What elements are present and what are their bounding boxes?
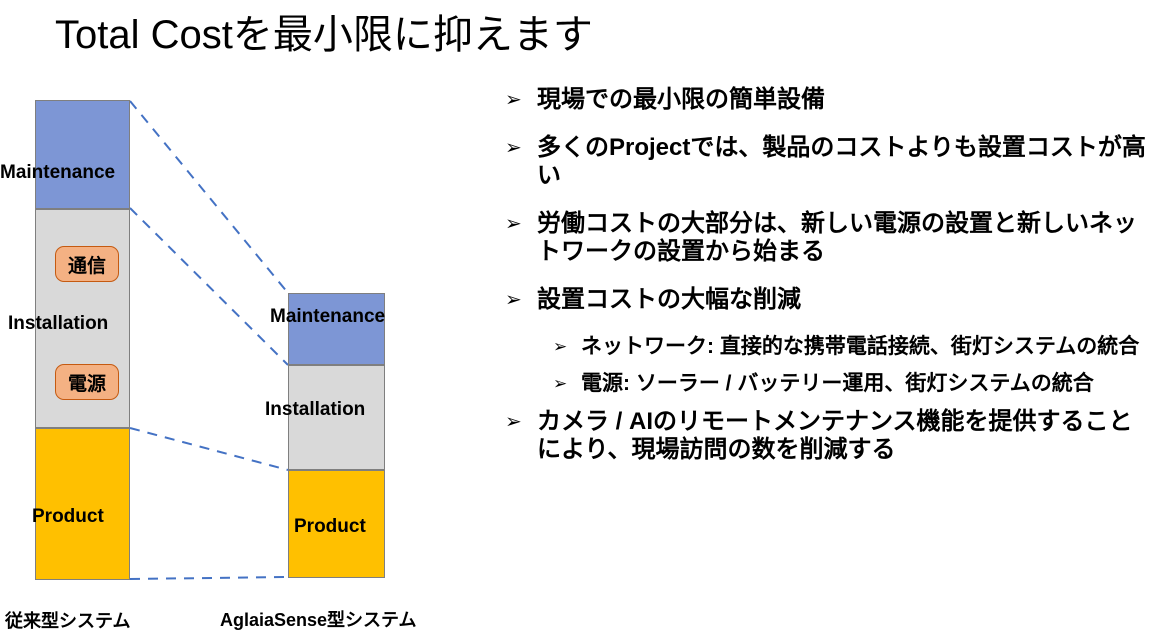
bullet-item: ➢ カメラ / AIのリモートメンテナンス機能を提供することにより、現場訪問の数… <box>505 408 1150 464</box>
bullet-text: 設置コストの大幅な削減 <box>537 286 801 313</box>
maintenance-label-traditional: Maintenance <box>0 162 116 183</box>
bullet-list: ➢ 現場での最小限の簡単設備 ➢ 多くのProjectでは、製品のコストよりも設… <box>505 86 1150 484</box>
traditional-system-caption: 従来型システム <box>5 611 131 631</box>
arrow-bullet-icon: ➢ <box>553 374 568 393</box>
aglaiasense-system-caption: AglaiaSense型システム <box>220 610 417 630</box>
product-label-aglaia: Product <box>294 516 366 537</box>
bullet-item: ➢ 多くのProjectでは、製品のコストよりも設置コストが高い <box>505 134 1150 190</box>
bullet-item: ➢ 現場での最小限の簡単設備 <box>505 86 1150 114</box>
bullet-text: 多くのProjectでは、製品のコストよりも設置コストが高い <box>537 134 1146 189</box>
bullet-item: ➢ 労働コストの大部分は、新しい電源の設置と新しいネットワークの設置から始まる <box>505 210 1150 266</box>
slide-title: Total Costを最小限に抑えます <box>55 13 593 57</box>
maintenance-segment <box>35 100 130 209</box>
installation-segment <box>288 365 385 471</box>
arrow-bullet-icon: ➢ <box>505 411 522 433</box>
connector-line-maintenance <box>129 207 289 366</box>
installation-label-aglaia: Installation <box>265 399 366 420</box>
installation-label-traditional: Installation <box>8 313 109 334</box>
connector-line-bottom <box>129 576 289 580</box>
power-tag: 電源 <box>55 364 119 400</box>
bullet-item: ➢ 設置コストの大幅な削減 <box>505 286 1150 314</box>
bullet-text: 電源: ソーラー / バッテリー運用、街灯システムの統合 <box>581 372 1094 395</box>
aglaiasense-system-bar <box>288 293 385 578</box>
arrow-bullet-icon: ➢ <box>505 137 522 159</box>
arrow-bullet-icon: ➢ <box>505 289 522 311</box>
arrow-bullet-icon: ➢ <box>505 213 522 235</box>
connector-line-installation <box>129 427 289 471</box>
bullet-text: ネットワーク: 直接的な携帯電話接続、街灯システムの統合 <box>581 335 1140 358</box>
bullet-text: カメラ / AIのリモートメンテナンス機能を提供することにより、現場訪問の数を削… <box>537 408 1133 463</box>
bullet-text: 労働コストの大部分は、新しい電源の設置と新しいネットワークの設置から始まる <box>537 210 1137 265</box>
maintenance-label-aglaia: Maintenance <box>270 306 386 327</box>
arrow-bullet-icon: ➢ <box>505 89 522 111</box>
arrow-bullet-icon: ➢ <box>553 337 568 356</box>
connector-line-top <box>129 100 289 294</box>
cost-comparison-chart: Maintenance Installation Product Mainten… <box>0 0 500 638</box>
bullet-subitem: ➢ 電源: ソーラー / バッテリー運用、街灯システムの統合 <box>553 371 1150 396</box>
maintenance-segment <box>288 293 385 366</box>
product-segment <box>288 470 385 578</box>
communication-tag: 通信 <box>55 246 119 282</box>
bullet-subitem: ➢ ネットワーク: 直接的な携帯電話接続、街灯システムの統合 <box>553 334 1150 359</box>
product-label-traditional: Product <box>32 506 104 527</box>
connector-lines <box>129 100 289 580</box>
bullet-text: 現場での最小限の簡単設備 <box>537 86 825 113</box>
product-segment <box>35 427 130 580</box>
